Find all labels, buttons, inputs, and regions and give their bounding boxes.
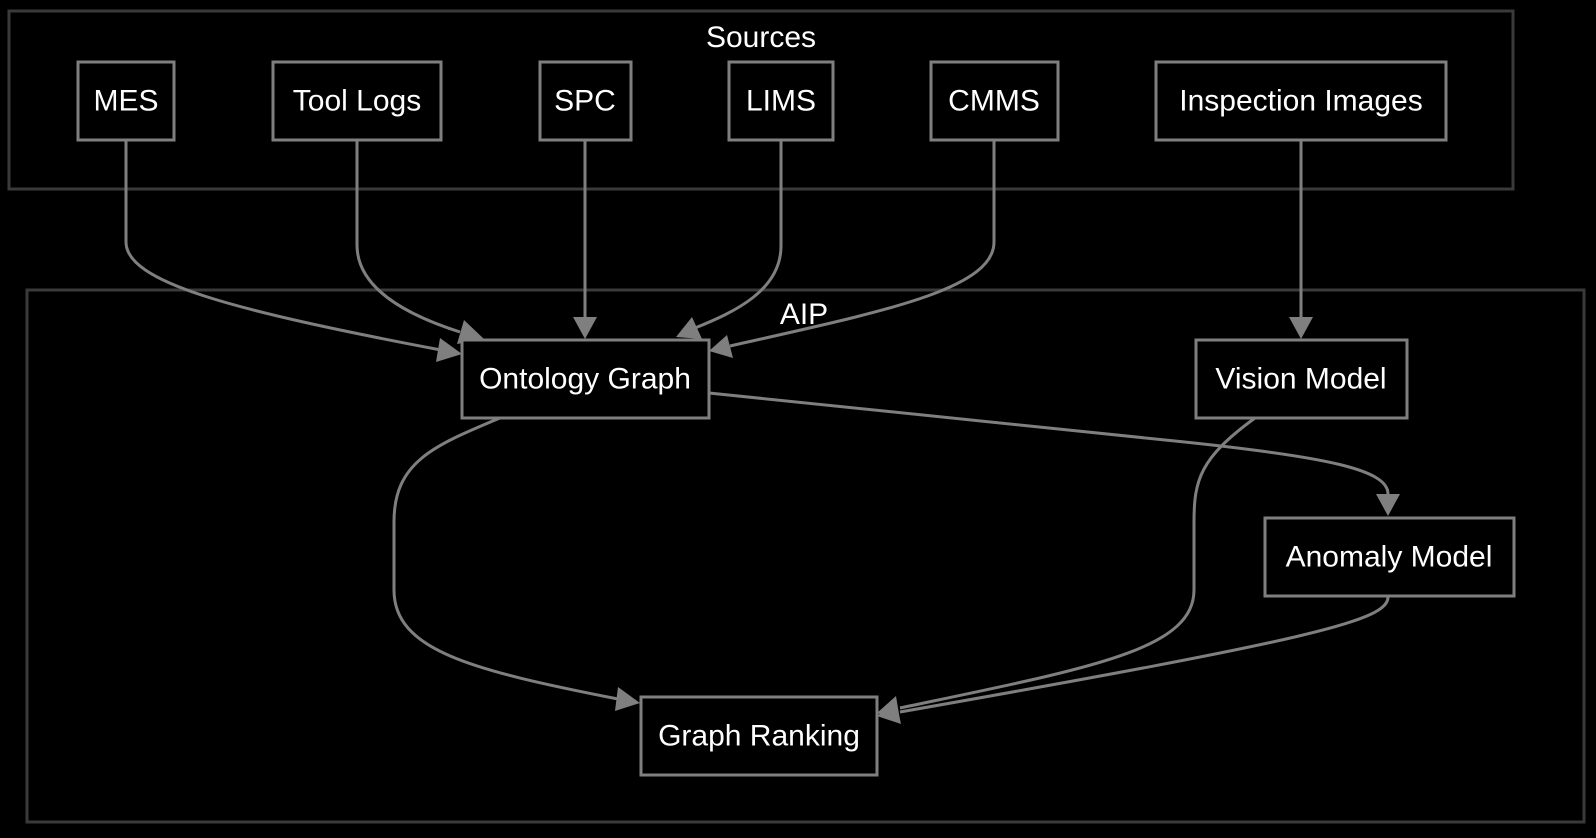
arrowhead [1289,317,1313,339]
node-ontology-graph-label: Ontology Graph [479,363,691,396]
node-vision-model[interactable]: Vision Model [1194,338,1409,420]
cluster-sources-label: Sources [706,21,816,54]
arrowhead [1376,494,1400,516]
node-inspection-images-label: Inspection Images [1179,85,1422,118]
edge-lims-to-ontology-graph [676,141,783,339]
edge-inspection-images-to-vision-model [1289,141,1313,339]
node-inspection-images[interactable]: Inspection Images [1154,60,1448,142]
node-tool-logs-label: Tool Logs [293,85,421,118]
node-graph-ranking-label: Graph Ranking [658,720,860,753]
node-ontology-graph[interactable]: Ontology Graph [460,338,711,420]
node-mes[interactable]: MES [76,60,176,142]
edge-ontology-graph-to-graph-ranking [392,416,640,711]
node-spc-label: SPC [554,85,616,118]
node-anomaly-model[interactable]: Anomaly Model [1263,516,1516,598]
arrowhead [709,335,733,358]
node-anomaly-model-label: Anomaly Model [1286,541,1493,574]
edge-ontology-graph-to-anomaly-model [708,391,1400,516]
node-mes-label: MES [93,85,158,118]
node-lims-label: LIMS [746,85,816,118]
edge-mes-to-ontology-graph [124,141,462,362]
node-lims[interactable]: LIMS [727,60,835,142]
edge-spc-to-ontology-graph [573,141,597,339]
arrowhead [615,687,640,711]
node-vision-model-label: Vision Model [1215,363,1386,396]
edges [124,141,1400,724]
edge-cmms-to-ontology-graph [709,141,996,358]
node-spc[interactable]: SPC [538,60,633,142]
arrowhead [573,317,597,339]
arrowhead [457,320,484,344]
node-cmms-label: CMMS [948,85,1040,118]
edge-anomaly-model-to-graph-ranking [877,596,1390,724]
edge-tool-logs-to-ontology-graph [355,141,484,344]
arrowhead [676,317,702,339]
node-cmms[interactable]: CMMS [929,60,1060,142]
node-tool-logs[interactable]: Tool Logs [271,60,443,142]
arrowhead [436,338,462,362]
arrowhead [877,701,901,724]
node-graph-ranking[interactable]: Graph Ranking [639,695,879,777]
